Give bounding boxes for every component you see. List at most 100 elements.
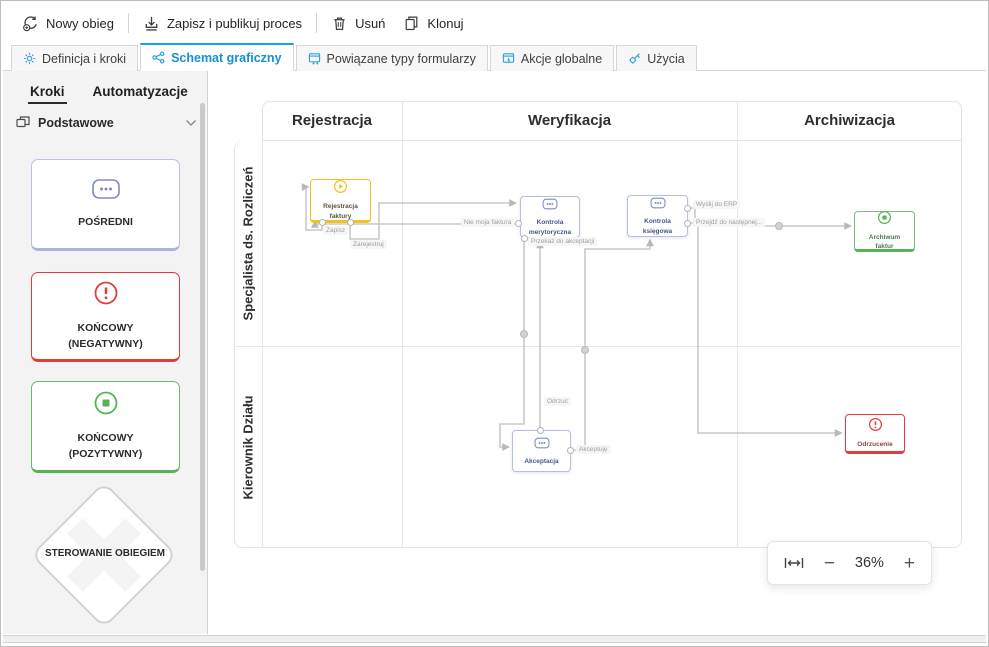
toolbar: Nowy obieg Zapisz i publikuj proces Usuń… — [3, 3, 986, 43]
tab-related-form-types[interactable]: Powiązane typy formularzy — [295, 45, 488, 71]
zoom-in-button[interactable]: + — [903, 552, 915, 574]
sidebar-scrollbar[interactable] — [200, 103, 205, 571]
tab-graphic-schema[interactable]: Schemat graficzny — [140, 43, 294, 71]
port-accept[interactable] — [567, 447, 574, 454]
steps-sidebar: Kroki Automatyzacje Podstawowe POŚREDNI … — [3, 71, 208, 634]
port-not-my-invoice[interactable] — [515, 220, 522, 227]
sidebar-tabs: Kroki Automatyzacje — [28, 84, 190, 104]
port-pass-to-acceptance[interactable] — [521, 235, 528, 242]
toolbar-separator — [127, 13, 129, 33]
save-publish-label: Zapisz i publikuj proces — [166, 15, 303, 31]
delete-button[interactable]: Usuń — [322, 9, 394, 38]
port-send-to-erp[interactable] — [684, 205, 691, 212]
column-header-archiving: Archiwizacja — [804, 112, 895, 129]
fit-width-icon[interactable] — [784, 556, 804, 570]
edge-label-send-to-erp: Wyślij do ERP — [693, 200, 741, 209]
usages-icon — [628, 52, 641, 65]
node-accounting-check[interactable]: Kontrola księgowa — [627, 195, 688, 237]
tab-label: Użycia — [647, 51, 685, 66]
save-publish-icon — [143, 15, 160, 32]
clone-button[interactable]: Klonuj — [394, 9, 472, 38]
zoom-toolbar: − 36% + — [767, 541, 932, 585]
tab-label: Powiązane typy formularzy — [326, 51, 476, 66]
dots-step-icon — [91, 178, 121, 205]
edge-label-pass-to-acceptance: Przekaż do akceptacji — [528, 237, 598, 246]
sidebar-section-label: Podstawowe — [38, 116, 114, 130]
step-template-label: KOŃCOWY(POZYTYWNY) — [68, 431, 143, 460]
port-go-to-next[interactable] — [684, 220, 691, 227]
sidebar-tab-steps[interactable]: Kroki — [28, 84, 67, 104]
grid-line — [737, 101, 738, 548]
node-label: Odrzucenie — [857, 440, 893, 448]
swimlane-header — [262, 101, 962, 141]
stop-circle-icon — [877, 210, 892, 230]
grid-line — [234, 346, 962, 347]
tab-label: Schemat graficzny — [171, 50, 282, 65]
step-template-final-negative[interactable]: KOŃCOWY(NEGATYWNY) — [31, 272, 180, 362]
stop-circle-icon — [93, 390, 119, 421]
dots-step-icon — [650, 196, 666, 214]
edge-label-register: Zarejestruj — [350, 240, 387, 249]
delete-icon — [331, 15, 348, 32]
column-header-registration: Rejestracja — [291, 112, 373, 129]
flow-diagram-icon — [152, 51, 165, 64]
step-template-intermediate[interactable]: POŚREDNI — [31, 159, 180, 251]
gear-icon — [23, 52, 36, 65]
node-label: Kontrola merytoryczna — [528, 219, 572, 236]
grid-line — [262, 141, 263, 548]
grid-line — [402, 101, 403, 548]
new-workflow-label: Nowy obieg — [46, 15, 114, 31]
clone-icon — [403, 15, 420, 32]
column-header-verification: Weryfikacja — [527, 112, 612, 129]
new-workflow-button[interactable]: Nowy obieg — [13, 9, 123, 38]
zoom-out-button[interactable]: − — [823, 552, 836, 574]
flow-control-shape[interactable] — [30, 481, 178, 629]
zoom-level-value: 36% — [854, 555, 884, 571]
step-template-label: KOŃCOWY(NEGATYWNY) — [68, 321, 143, 350]
delete-label: Usuń — [355, 15, 386, 31]
node-registration[interactable]: Rejestracja faktury — [310, 179, 371, 223]
horizontal-scrollbar[interactable] — [3, 635, 986, 643]
node-label: Rejestracja faktury — [323, 203, 358, 220]
node-label: Archiwum faktur — [868, 233, 901, 250]
node-rejection[interactable]: Odrzucenie — [845, 414, 905, 454]
node-merit-check[interactable]: Kontrola merytoryczna — [520, 196, 580, 238]
node-acceptance[interactable]: Akceptacja — [512, 430, 571, 472]
step-template-final-positive[interactable]: KOŃCOWY(POZYTYWNY) — [31, 381, 180, 473]
form-types-icon — [308, 52, 321, 65]
swimlane-body — [234, 141, 962, 548]
dots-step-icon — [542, 197, 558, 215]
node-label: Kontrola księgowa — [642, 218, 673, 235]
new-workflow-icon — [22, 15, 39, 32]
tab-definition-steps[interactable]: Definicja i kroki — [11, 45, 139, 71]
exclamation-circle-icon — [93, 280, 119, 311]
sidebar-tab-automations[interactable]: Automatyzacje — [92, 84, 188, 99]
tab-usages[interactable]: Użycia — [616, 45, 697, 71]
edge-label-go-to-next: Przejdź do następnej... — [693, 218, 766, 227]
sidebar-section-basic[interactable]: Podstawowe — [16, 115, 197, 131]
tab-label: Akcje globalne — [520, 51, 603, 66]
global-actions-icon — [502, 52, 515, 65]
edge-label-accept: Akceptuję — [576, 445, 611, 454]
node-archive[interactable]: Archiwum faktur — [854, 210, 915, 252]
basic-steps-icon — [16, 115, 30, 131]
tab-label: Definicja i kroki — [42, 51, 127, 66]
edge-label-not-my-invoice: Nie moja faktura — [461, 218, 514, 227]
edge-label-reject: Odrzuć — [544, 397, 571, 406]
tab-global-actions[interactable]: Akcje globalne — [489, 45, 615, 71]
workflow-canvas[interactable]: Rejestracja Weryfikacja Archiwizacja Spe… — [209, 71, 988, 634]
node-label: Akceptacja — [524, 457, 559, 465]
chevron-down-icon[interactable] — [185, 119, 197, 127]
port-reject[interactable] — [537, 427, 544, 434]
port-register[interactable] — [347, 219, 354, 226]
clone-label: Klonuj — [427, 15, 464, 31]
toolbar-separator — [316, 13, 318, 33]
tab-strip: Definicja i kroki Schemat graficzny Powi… — [3, 43, 986, 71]
step-template-label: POŚREDNI — [78, 215, 133, 228]
exclamation-circle-icon — [868, 417, 883, 437]
save-publish-button[interactable]: Zapisz i publikuj proces — [134, 9, 311, 38]
play-circle-icon — [333, 179, 348, 199]
dots-step-icon — [534, 436, 550, 454]
port-save[interactable] — [319, 219, 326, 226]
